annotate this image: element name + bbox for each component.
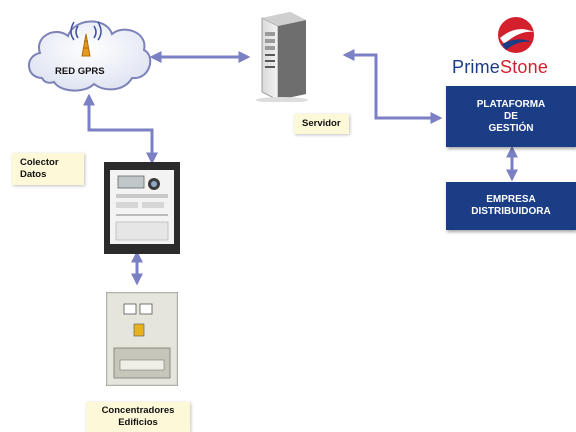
antenna-icon	[70, 21, 102, 57]
collector-label: Colector Datos	[12, 153, 84, 185]
arrow-server-platform	[342, 49, 443, 124]
cloud-icon	[28, 20, 152, 92]
primestone-logo-icon	[498, 17, 534, 53]
server-label: Servidor	[294, 114, 349, 134]
platform-box: PLATAFORMA DE GESTIÓN	[446, 86, 576, 147]
company-box: EMPRESA DISTRIBUIDORA	[446, 182, 576, 230]
meter-icon	[104, 162, 180, 254]
server-icon	[256, 12, 308, 102]
arrow-cloud-collector	[83, 93, 158, 165]
concentrators-label: Concentradores Edificios	[86, 402, 190, 432]
brand-name: PrimeStone	[452, 57, 549, 77]
concentrator-cabinet-icon	[106, 292, 178, 386]
cloud-label: RED GPRS	[55, 66, 105, 77]
